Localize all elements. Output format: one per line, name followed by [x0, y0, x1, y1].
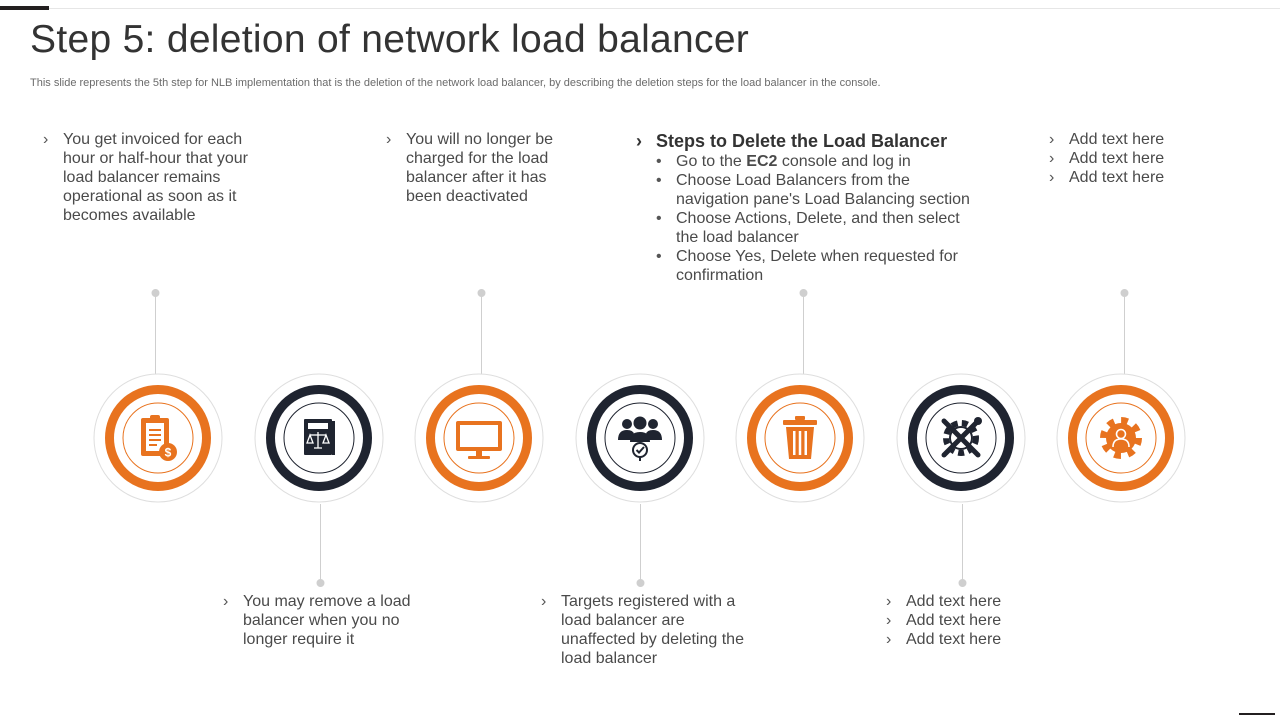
- page-title: Step 5: deletion of network load balance…: [30, 18, 750, 61]
- trash-icon: [783, 416, 817, 459]
- step-emphasis: EC2: [746, 153, 778, 170]
- node-3: [414, 373, 544, 503]
- step-item: Choose Yes, Delete when requested for co…: [656, 247, 981, 285]
- steps-heading: Steps to Delete the Load Balancer: [636, 130, 981, 152]
- list-item: Add text here: [1049, 149, 1199, 168]
- node-1: $: [93, 373, 223, 503]
- top-divider-line: [49, 8, 1280, 9]
- legal-book-scales-icon: [304, 419, 335, 455]
- list-item: Add text here: [886, 592, 1036, 611]
- gear-tools-icon: [941, 417, 982, 458]
- text-block-3: You will no longer be charged for the lo…: [386, 130, 566, 206]
- step-item: Choose Load Balancers from the navigatio…: [656, 171, 981, 209]
- text-block-7: Add text here Add text here Add text her…: [1049, 130, 1199, 187]
- connectors: [151, 289, 1129, 587]
- gear-person-icon: [1100, 417, 1142, 459]
- list-item: You may remove a load balancer when you …: [223, 592, 423, 649]
- clipboard-dollar-icon: $: [141, 415, 177, 461]
- node-4: [575, 373, 705, 503]
- list-item: Add text here: [886, 611, 1036, 630]
- text-block-2: You may remove a load balancer when you …: [223, 592, 423, 649]
- bottom-accent-bar: [1239, 713, 1275, 715]
- step-item: Choose Actions, Delete, and then select …: [656, 209, 981, 247]
- text-block-4: Targets registered with a load balancer …: [541, 592, 751, 668]
- list-item: You will no longer be charged for the lo…: [386, 130, 566, 206]
- team-check-icon: [618, 416, 662, 461]
- list-item: Add text here: [1049, 130, 1199, 149]
- list-item: Targets registered with a load balancer …: [541, 592, 751, 668]
- page-subtitle: This slide represents the 5th step for N…: [30, 77, 881, 89]
- step-item: Go to the EC2 console and log in: [656, 152, 981, 171]
- node-6: [896, 373, 1026, 503]
- list-item: You get invoiced for each hour or half-h…: [43, 130, 253, 225]
- text-block-5: Steps to Delete the Load Balancer Go to …: [636, 130, 981, 285]
- node-7: [1056, 373, 1186, 503]
- node-5: [735, 373, 865, 503]
- node-2: [254, 373, 384, 503]
- svg-text:$: $: [165, 446, 172, 460]
- text-block-1: You get invoiced for each hour or half-h…: [43, 130, 253, 225]
- text-block-6: Add text here Add text here Add text her…: [886, 592, 1036, 649]
- monitor-icon: [456, 421, 502, 459]
- top-accent-bar: [0, 6, 49, 10]
- list-item: Add text here: [1049, 168, 1199, 187]
- list-item: Add text here: [886, 630, 1036, 649]
